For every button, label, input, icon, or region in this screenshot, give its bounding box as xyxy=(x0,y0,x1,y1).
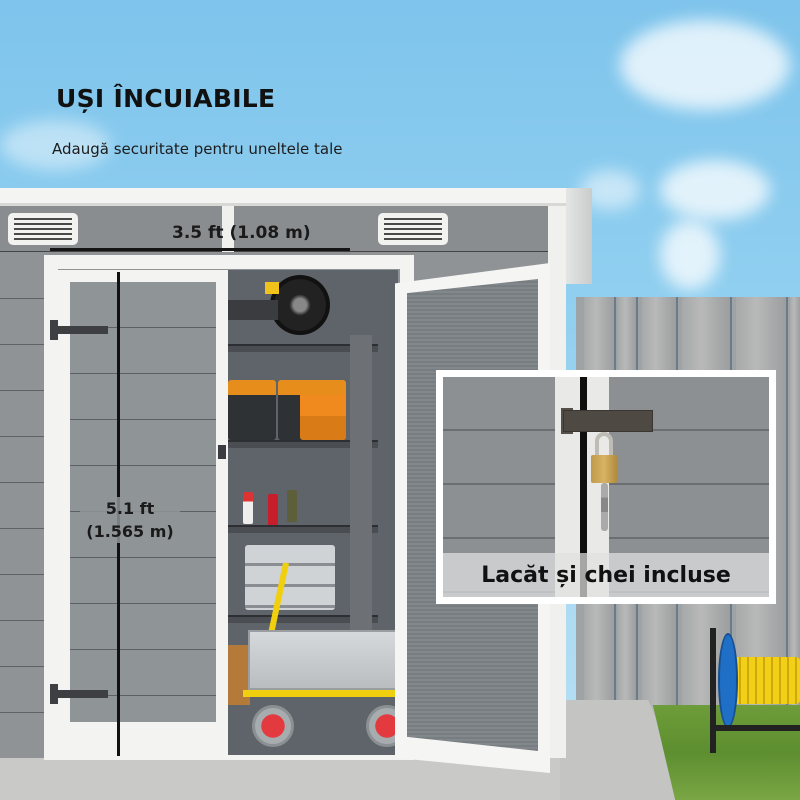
cloud xyxy=(620,20,790,110)
bottle xyxy=(243,492,253,524)
shelf xyxy=(228,525,378,533)
leaf-blower-handle xyxy=(265,282,279,294)
barrel-bolt-icon xyxy=(563,410,653,432)
padlock-icon xyxy=(591,455,617,483)
storage-bins xyxy=(245,545,335,610)
hose-reel-base xyxy=(712,725,800,731)
wagon-bed xyxy=(248,630,398,690)
padlock-shackle-icon xyxy=(595,432,613,458)
roof-gutter xyxy=(566,188,592,284)
cloud xyxy=(660,160,770,220)
vent-right-icon xyxy=(378,213,448,245)
page-title: UȘI ÎNCUIABILE xyxy=(56,84,276,113)
hose-reel xyxy=(718,633,738,728)
hinge-icon xyxy=(50,320,58,340)
vent-left-icon xyxy=(8,213,78,245)
hinge-icon xyxy=(50,684,58,704)
callout-caption: Lacăt și chei incluse xyxy=(481,562,731,588)
shelf-post xyxy=(350,335,372,635)
toolbox xyxy=(228,380,276,440)
width-measure-line xyxy=(50,248,350,251)
height-ft: 5.1 ft xyxy=(105,499,155,518)
cloud xyxy=(660,220,720,290)
garden-hose xyxy=(733,657,800,704)
shed-top-band xyxy=(0,206,548,252)
bottle xyxy=(287,490,297,522)
shed-roof xyxy=(0,188,592,206)
center-post xyxy=(222,206,234,252)
height-dimension-label: 5.1 ft (1.565 m) xyxy=(80,497,180,543)
lock-callout-inset: Lacăt și chei incluse xyxy=(436,370,776,604)
leaf-blower-tube xyxy=(228,300,278,320)
wagon-wheel xyxy=(252,705,294,747)
page-subtitle: Adaugă securitate pentru uneltele tale xyxy=(52,140,343,158)
hinge-icon xyxy=(56,690,108,698)
door-latch-icon xyxy=(218,445,226,459)
wagon-frame xyxy=(243,690,398,697)
lock-closeup: Lacăt și chei incluse xyxy=(443,377,769,597)
hinge-icon xyxy=(56,326,108,334)
keys-icon xyxy=(601,483,608,531)
leaf-blower xyxy=(270,275,330,335)
cloud xyxy=(0,120,110,170)
shelf xyxy=(228,615,378,623)
callout-caption-bar: Lacăt și chei incluse xyxy=(443,553,769,597)
door-gap xyxy=(580,377,587,597)
hose-reel-stand xyxy=(710,628,716,753)
height-m: (1.565 m) xyxy=(86,522,174,541)
toolbox-orange xyxy=(300,380,346,440)
width-dimension-label: 3.5 ft (1.08 m) xyxy=(172,223,311,243)
shelf xyxy=(228,344,378,352)
bottle xyxy=(268,494,278,526)
shelf xyxy=(228,440,378,448)
